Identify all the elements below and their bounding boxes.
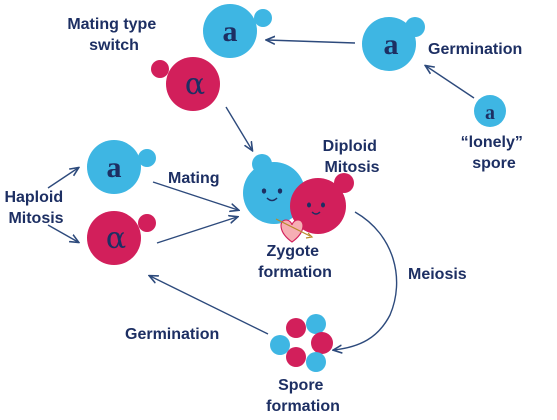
- a-mating-type-glyph: a: [384, 28, 399, 61]
- haploid-a-cell-top: a: [203, 4, 272, 58]
- alpha-mating-type-glyph: α: [106, 221, 126, 256]
- label-mating-type-switch: Mating type switch: [67, 16, 160, 54]
- a-mating-type-glyph: a: [223, 15, 238, 48]
- arrow-haploid-mitosis-to-alpha: [47, 224, 78, 242]
- germinating-a-cell: a: [362, 17, 425, 71]
- zygote-cells: [243, 154, 354, 243]
- arrow-switch-to-zygote: [225, 106, 252, 150]
- arrow-a-to-zygote: [152, 181, 238, 210]
- label-germination-bottom: Germination: [125, 326, 219, 343]
- haploid-alpha-cell-left: α: [87, 211, 156, 265]
- arrow-lonely-spore-to-germination: [426, 66, 475, 99]
- zygote-faces: [261, 188, 325, 215]
- label-mating: Mating: [168, 170, 220, 187]
- lonely-spore-cell: a: [474, 95, 506, 127]
- label-diploid-mitosis: Diploid Mitosis: [323, 138, 382, 176]
- label-germination-top: Germination: [428, 41, 522, 58]
- labels: Mating type switch Germination “lonely” …: [4, 16, 528, 415]
- haploid-a-cell-left: a: [87, 140, 156, 194]
- a-mating-type-glyph: a: [485, 102, 495, 124]
- alpha-mating-type-glyph: α: [185, 67, 205, 102]
- label-haploid-mitosis: Haploid Mitosis: [4, 189, 67, 227]
- spore-cluster: [270, 314, 333, 372]
- arrow-meiosis: [334, 211, 398, 350]
- arrow-germination-to-a-cell: [267, 40, 356, 43]
- label-zygote-formation: Zygote formation: [258, 243, 332, 281]
- a-mating-type-glyph: a: [107, 151, 122, 184]
- arrow-alpha-to-zygote: [156, 217, 237, 244]
- arrow-haploid-mitosis-to-a: [47, 168, 78, 189]
- haploid-alpha-cell-top: α: [151, 57, 220, 111]
- arrow-spore-germination-to-alpha: [150, 276, 269, 335]
- heart-icon: [275, 218, 314, 243]
- arrows: [47, 40, 475, 350]
- label-meiosis: Meiosis: [408, 266, 467, 283]
- label-spore-formation: Spore formation: [266, 377, 340, 415]
- label-lonely-spore: “lonely” spore: [461, 134, 528, 172]
